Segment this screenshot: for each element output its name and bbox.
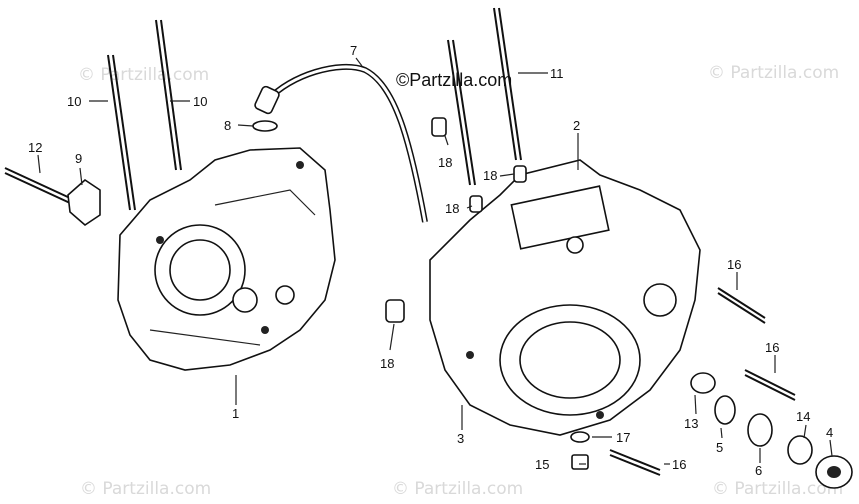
callout-14: 14 xyxy=(796,409,810,424)
clip-8 xyxy=(252,120,278,132)
callout-7: 7 xyxy=(350,43,357,58)
bolt-16-b xyxy=(744,369,796,401)
callout-4: 4 xyxy=(826,425,833,440)
callout-5: 5 xyxy=(716,440,723,455)
filter-5 xyxy=(714,395,736,425)
stud-11-b xyxy=(493,7,522,161)
callout-9: 9 xyxy=(75,151,82,166)
o-ring-14 xyxy=(787,435,813,465)
tube-end-cap xyxy=(254,85,280,115)
callout-10-left: 10 xyxy=(67,94,81,109)
watermark-bottom-left: © Partzilla.com xyxy=(80,479,211,499)
watermark-bottom-center: © Partzilla.com xyxy=(392,479,523,499)
spring-6 xyxy=(747,413,773,447)
callout-6: 6 xyxy=(755,463,762,478)
bolt-15 xyxy=(571,454,589,470)
left-crankcase xyxy=(117,147,336,371)
stud-11-a xyxy=(447,39,476,186)
callout-labels: 1 2 3 4 5 6 7 8 9 10 10 11 12 13 14 15 1… xyxy=(28,43,833,478)
watermark-bottom-right: © Partzilla.com xyxy=(712,479,843,499)
callout-16-bottom: 16 xyxy=(672,457,686,472)
dowel-18-d xyxy=(385,299,405,323)
bolt-12 xyxy=(4,167,71,204)
bracket-9 xyxy=(67,178,101,227)
callout-18-c: 18 xyxy=(445,201,459,216)
dowel-18-a xyxy=(431,117,447,137)
callout-16-middle: 16 xyxy=(765,340,779,355)
callout-1: 1 xyxy=(232,406,239,421)
callout-13: 13 xyxy=(684,416,698,431)
callout-16-top: 16 xyxy=(727,257,741,272)
callout-18-b: 18 xyxy=(483,168,497,183)
dowel-18-c xyxy=(513,165,527,183)
callout-18-a: 18 xyxy=(438,155,452,170)
callout-12: 12 xyxy=(28,140,42,155)
callout-2: 2 xyxy=(573,118,580,133)
callout-11: 11 xyxy=(550,66,564,81)
dowel-18-b xyxy=(469,195,483,213)
callout-15: 15 xyxy=(535,457,549,472)
watermark-top-left: © Partzilla.com xyxy=(78,65,209,85)
callout-8: 8 xyxy=(224,118,231,133)
watermark-top-right: © Partzilla.com xyxy=(708,63,839,83)
callout-18-d: 18 xyxy=(380,356,394,371)
right-crankcase xyxy=(429,159,701,436)
stud-10-right xyxy=(155,19,182,171)
callout-17: 17 xyxy=(616,430,630,445)
stud-10-left xyxy=(107,54,136,211)
callout-3: 3 xyxy=(457,431,464,446)
leader-lines xyxy=(37,57,833,465)
washer-17 xyxy=(570,431,590,443)
collar-13 xyxy=(690,372,716,394)
bolt-16-c xyxy=(609,449,661,476)
callout-10-right: 10 xyxy=(193,94,207,109)
bolt-16-a xyxy=(717,287,766,324)
